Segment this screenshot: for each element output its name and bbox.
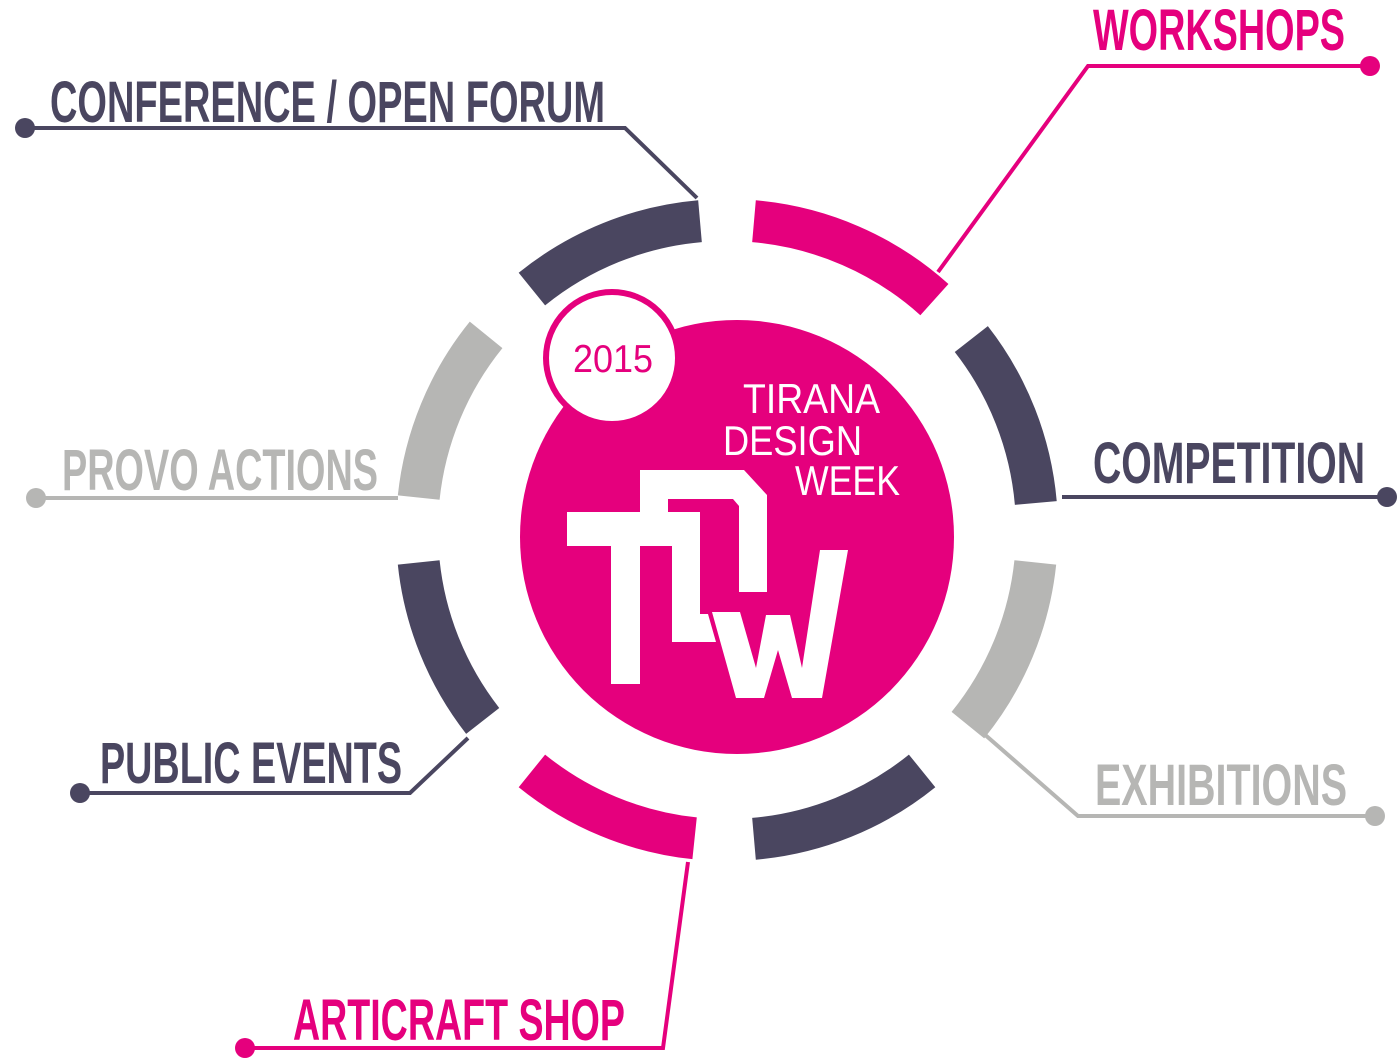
- label-conference-open-forum: CONFERENCE / OPEN FORUM: [50, 70, 605, 135]
- leader-line-conference: [25, 126, 699, 200]
- label-workshops: WORKSHOPS: [1093, 0, 1345, 63]
- year-badge-circle: [543, 289, 681, 427]
- leader-line-exhibitions: [981, 731, 1375, 818]
- event-name: TIRANA DESIGN WEEK: [723, 375, 900, 504]
- logo-letter-t-bar: [567, 512, 700, 546]
- ring-segment-public-events: [397, 559, 500, 734]
- leader-dot-workshops: [1360, 56, 1380, 76]
- ring-segment-conference: [518, 200, 703, 306]
- label-public-events: PUBLIC EVENTS: [100, 731, 402, 796]
- leader-lines: [25, 64, 1387, 1050]
- leader-dot-public-events: [70, 783, 90, 803]
- label-provo-actions: PROVO ACTIONS: [62, 438, 378, 503]
- event-name-line-1: TIRANA: [743, 375, 880, 422]
- logo-letter-w: [712, 550, 848, 698]
- program-ring: [397, 200, 1057, 860]
- logo-letter-d: [640, 470, 767, 592]
- tdw-logo: [567, 470, 848, 698]
- leader-dot-provo-actions: [26, 488, 46, 508]
- leader-dot-articraft-shop: [235, 1038, 255, 1058]
- leader-line-public-events: [80, 736, 470, 795]
- ring-segment-bottom-right: [751, 754, 936, 860]
- program-labels: CONFERENCE / OPEN FORUM WORKSHOPS COMPET…: [50, 0, 1365, 1053]
- leader-dot-competition: [1377, 487, 1397, 507]
- ring-segment-competition: [954, 326, 1057, 506]
- ring-segment-workshops: [751, 200, 949, 316]
- label-articraft-shop: ARTICRAFT SHOP: [293, 988, 625, 1053]
- center-emblem: 2015 TIRANA DESIGN WEEK: [520, 289, 954, 754]
- ring-segment-provo-actions: [397, 321, 503, 501]
- label-competition: COMPETITION: [1093, 431, 1365, 496]
- logo-letter-t-stem: [611, 546, 640, 684]
- leader-dots: [15, 56, 1397, 1058]
- logo-letter-l: [672, 546, 716, 642]
- event-name-line-2: DESIGN: [723, 417, 862, 464]
- year-text: 2015: [573, 338, 653, 381]
- leader-dot-exhibitions: [1365, 806, 1385, 826]
- leader-dot-conference: [15, 118, 35, 138]
- label-exhibitions: EXHIBITIONS: [1095, 753, 1347, 818]
- leader-line-workshops: [936, 64, 1370, 274]
- ring-segment-exhibitions: [951, 559, 1057, 739]
- year-badge: 2015: [543, 289, 681, 427]
- event-name-line-3: WEEK: [795, 457, 900, 504]
- ring-segment-articraft-shop: [518, 754, 698, 860]
- leader-line-articraft-shop: [245, 861, 690, 1050]
